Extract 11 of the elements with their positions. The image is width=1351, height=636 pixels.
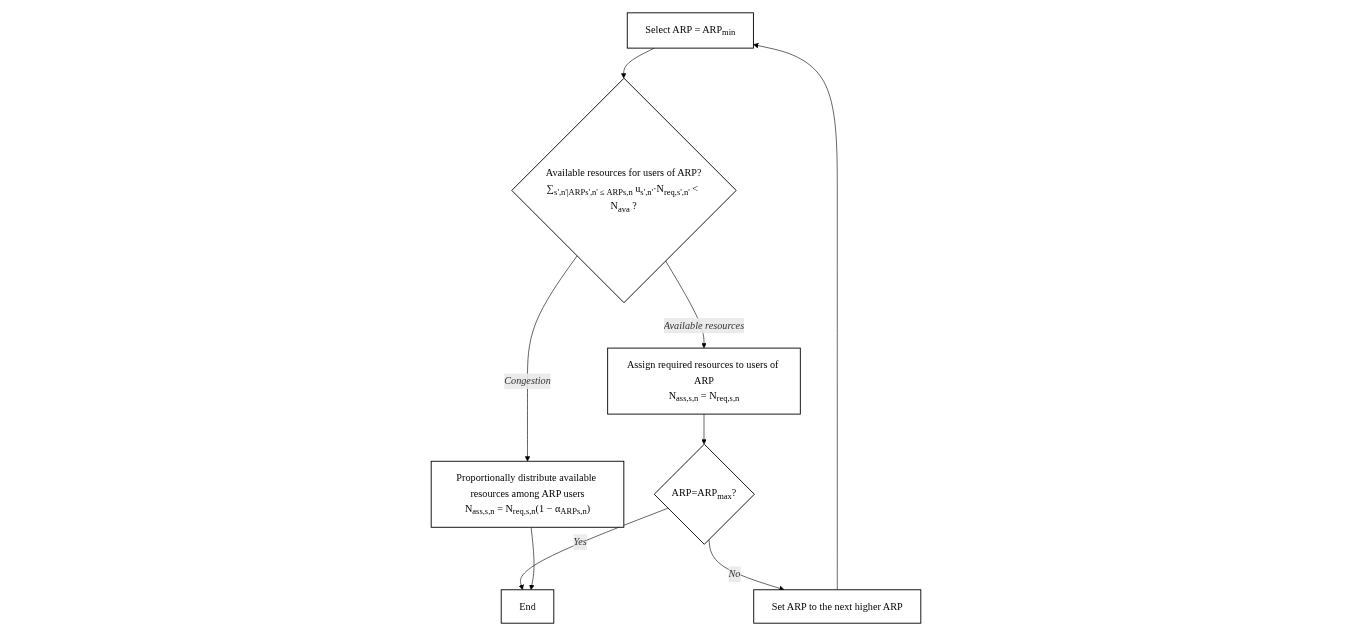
node-box: Set ARP to the next higher ARP	[752, 589, 921, 624]
edge-label: Yes	[572, 536, 587, 548]
edge-label: Congestion	[503, 375, 551, 387]
edge-label: Available resources	[663, 319, 744, 331]
node-box: Proportionally distribute available resources among ARP users N$_{ass,s,n}$ = N$_{req,s,n}$(1 − α$_{ARPs,n}$)	[430, 460, 624, 528]
node-box: Select ARP = ARP$_{min}$	[626, 12, 754, 49]
node-diamond: Available resources for users of ARP? ∑$_{s',n'|ARPs',n' ≤ ARPs,n}$ u$_{s',n'}$·N$_{req,s',n'}$ < N$_{ava}$ ?	[510, 77, 737, 304]
edge-label: No	[728, 568, 740, 580]
node-diamond: ARP=ARP$_{max}$?	[653, 443, 755, 545]
node-box: End	[500, 589, 554, 624]
node-box: Assign required resources to users of ARP N$_{ass,s,n}$ = N$_{req,s,n}$	[606, 347, 801, 415]
